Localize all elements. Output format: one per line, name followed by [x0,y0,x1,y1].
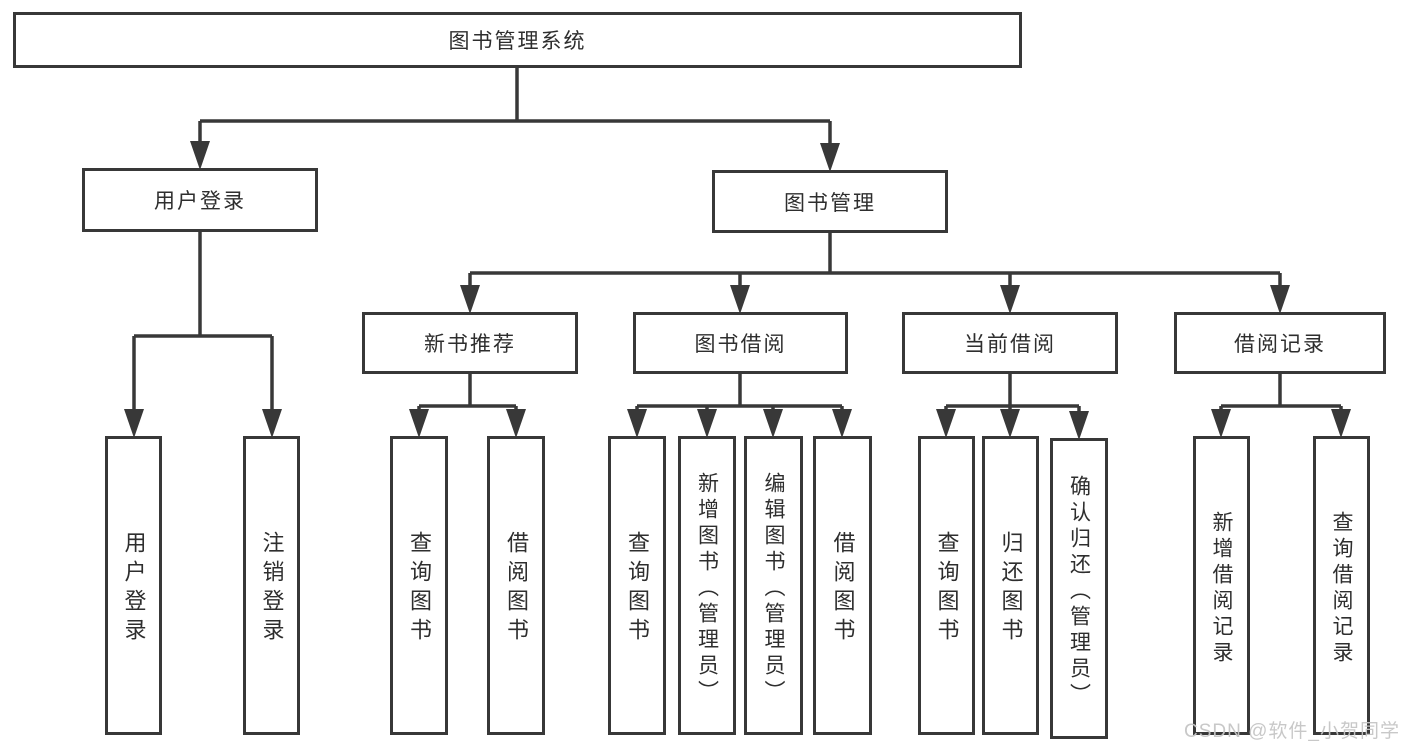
csdn-watermark: CSDN @软件_小贺同学 [1184,721,1400,742]
leaf-return-books: 归还图书 [982,436,1039,735]
arrowhead [506,409,526,438]
arrowhead [409,409,429,438]
leaf-add-borrowing-record: 新增借阅记录 [1193,436,1250,735]
node-user-login: 用户登录 [82,168,318,232]
node-library-management-system: 图书管理系统 [13,12,1022,68]
arrowhead [1000,409,1020,438]
leaf-query-books: 查询图书 [390,436,448,735]
arrowhead [763,409,783,438]
leaf-logout: 注销登录 [243,436,300,735]
arrowhead [262,409,282,438]
connector-book-borrow-to-children [627,373,852,438]
leaf-confirm-return-admin: 确认归还（管理员） [1050,438,1108,739]
arrowhead [1069,411,1089,440]
leaf-query-books: 查询图书 [918,436,975,735]
node-book-management: 图书管理 [712,170,948,233]
leaf-borrow-books: 借阅图书 [487,436,545,735]
arrowhead [832,409,852,438]
arrowhead [1000,285,1020,314]
connector-user-login-to-children [124,231,282,438]
connector-borrow-records-to-children [1211,373,1351,438]
arrowhead [820,143,840,172]
arrowhead [1331,409,1351,438]
connector-current-borrow-to-children [936,373,1089,440]
leaf-query-books: 查询图书 [608,436,666,735]
arrowhead [697,409,717,438]
arrowhead [124,409,144,438]
arrowhead [1211,409,1231,438]
connector-book-mgmt-to-level3 [460,232,1290,314]
node-borrowing-records: 借阅记录 [1174,312,1386,374]
arrowhead [936,409,956,438]
leaf-edit-books-admin: 编辑图书（管理员） [744,436,803,735]
leaf-add-books-admin: 新增图书（管理员） [678,436,736,735]
connector-new-book-rec-to-children [409,373,526,438]
leaf-query-borrowing-record: 查询借阅记录 [1313,436,1370,735]
leaf-user-login: 用户登录 [105,436,162,735]
node-new-book-recommendation: 新书推荐 [362,312,578,374]
arrowhead [1270,285,1290,314]
arrowhead [730,285,750,314]
arrowhead [190,141,210,170]
leaf-borrow-books: 借阅图书 [813,436,872,735]
connector-root-to-level2 [190,67,840,172]
node-current-borrowing: 当前借阅 [902,312,1118,374]
arrowhead [627,409,647,438]
node-book-borrowing: 图书借阅 [633,312,848,374]
arrowhead [460,285,480,314]
